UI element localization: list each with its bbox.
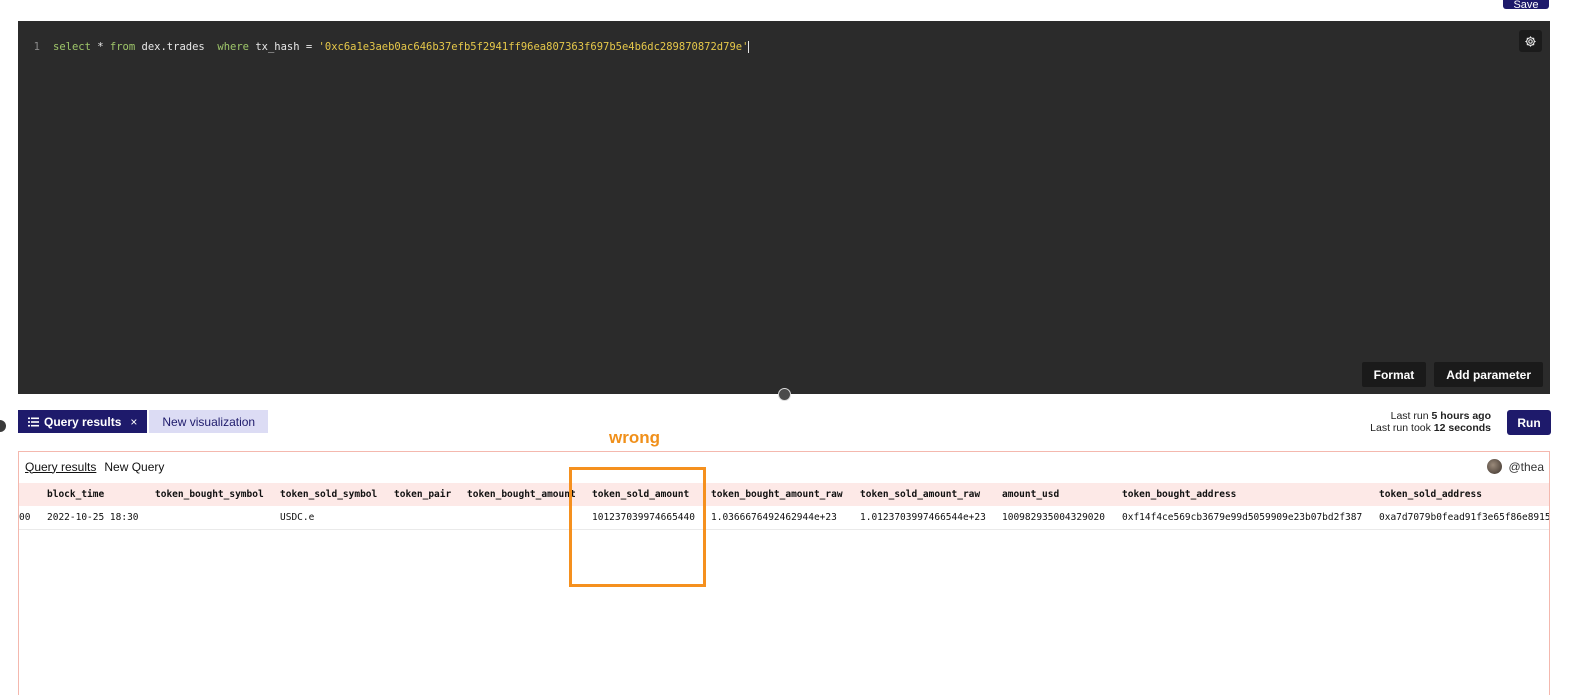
left-panel-handle[interactable] [0, 420, 6, 432]
avatar [1487, 459, 1503, 474]
gear-icon [1525, 35, 1536, 47]
add-parameter-button[interactable]: Add parameter [1434, 362, 1543, 387]
table-cell: 0xf14f4ce569cb3679e99d5059909e23b07bd2f3… [1122, 512, 1363, 523]
last-run-value: 5 hours ago [1431, 410, 1491, 422]
column-header[interactable]: amount_usd [1002, 489, 1060, 500]
results-header: Query results New Query @thea [19, 452, 1549, 481]
results-table: block_time token_bought_symbol token_sol… [19, 483, 1550, 530]
annotation-highlight-box [569, 467, 706, 587]
results-tabs: Query results × New visualization [18, 410, 269, 433]
column-header[interactable]: block_time [47, 489, 105, 500]
column-header[interactable]: token_sold_amount [592, 489, 690, 500]
column-header[interactable]: token_bought_amount [467, 489, 576, 500]
list-icon [28, 417, 39, 426]
column-header[interactable]: token_bought_amount_raw [711, 489, 843, 500]
column-header[interactable]: token_pair [394, 489, 452, 500]
token-column: tx_hash = [249, 41, 319, 53]
keyword-where: where [217, 41, 249, 53]
column-header[interactable]: token_sold_amount_raw [860, 489, 981, 500]
table-cell: 2022-10-25 18:30 [47, 512, 139, 523]
query-name: New Query [104, 459, 165, 474]
results-title-link[interactable]: Query results [25, 459, 97, 474]
column-header[interactable]: token_bought_symbol [155, 489, 264, 500]
table-cell: 1.0123703997466544e+23 [860, 512, 986, 523]
column-header[interactable]: token_bought_address [1122, 489, 1237, 500]
owner-info[interactable]: @thea [1487, 459, 1544, 474]
owner-username: @thea [1508, 459, 1544, 474]
editor-resize-handle[interactable] [778, 388, 791, 401]
table-cell: 0xa7d7079b0fead91f3e65f86e8915 [1379, 512, 1550, 523]
table-header-row: block_time token_bought_symbol token_sol… [19, 483, 1549, 506]
table-row[interactable]: 00 2022-10-25 18:30 USDC.e 1012370399746… [19, 506, 1550, 530]
run-status: Last run 5 hours ago Last run took 12 se… [1370, 410, 1491, 434]
keyword-select: select [53, 41, 91, 53]
last-run-prefix: Last run [1390, 410, 1432, 422]
table-cell: 100982935004329020 [1002, 512, 1105, 523]
results-panel: Query results New Query @thea block_time… [18, 451, 1550, 695]
run-took-prefix: Last run took [1370, 422, 1434, 434]
run-took-value: 12 seconds [1433, 422, 1491, 434]
tab-query-results-label: Query results [44, 414, 122, 429]
token-table: dex.trades [135, 41, 218, 53]
table-cell: USDC.e [280, 512, 315, 523]
line-number: 1 [33, 41, 40, 53]
text-cursor [748, 41, 750, 53]
format-button[interactable]: Format [1361, 362, 1427, 387]
annotation-label: wrong [609, 428, 660, 447]
code-line[interactable]: 1 select * from dex.trades where tx_hash … [18, 39, 750, 55]
close-icon[interactable]: × [130, 414, 138, 429]
column-header[interactable]: token_sold_address [1379, 489, 1482, 500]
token-star: * [90, 41, 110, 53]
tab-query-results[interactable]: Query results × [18, 410, 148, 433]
token-hash-string: '0xc6a1e3aeb0ac646b37efb5f2941ff96ea8073… [318, 41, 749, 53]
column-header[interactable]: token_sold_symbol [280, 489, 378, 500]
editor-settings-button[interactable] [1519, 30, 1542, 52]
table-cell: 00 [19, 512, 31, 523]
tab-new-visualization[interactable]: New visualization [149, 410, 269, 433]
run-button[interactable]: Run [1507, 410, 1551, 435]
keyword-from: from [109, 41, 136, 53]
table-cell: 1.0366676492462944e+23 [711, 512, 837, 523]
save-button[interactable]: Save [1503, 0, 1549, 11]
sql-editor[interactable]: 1 select * from dex.trades where tx_hash … [18, 21, 1550, 394]
table-cell: 101237039974665440 [592, 512, 695, 523]
